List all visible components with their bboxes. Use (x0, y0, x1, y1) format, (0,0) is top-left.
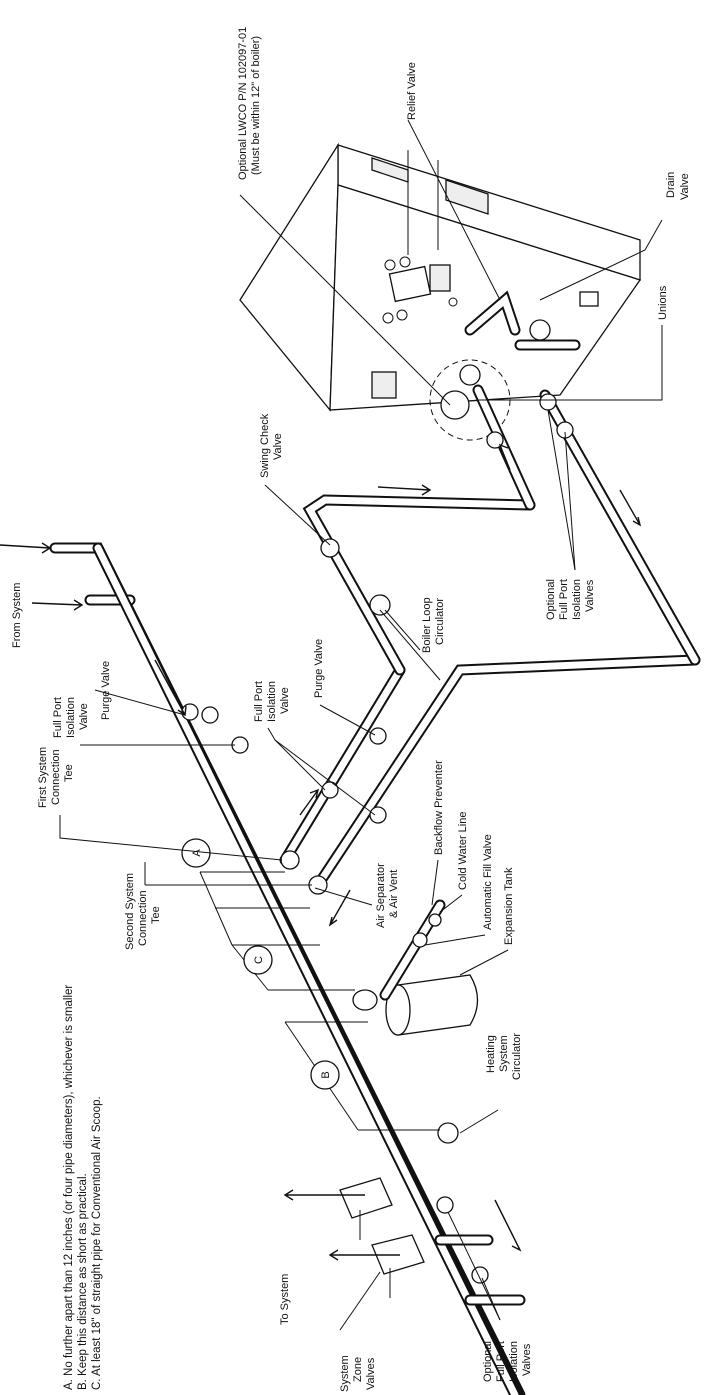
second-system-connection-tee-label: Second System Connection Tee (124, 873, 162, 950)
callout-b-label: B (320, 1071, 332, 1078)
system-zone-valves-label: System Zone Valves (339, 1355, 377, 1392)
label-line: Air Separator (375, 863, 387, 928)
label-line: Isolation (65, 697, 77, 738)
label-line: Optional (482, 1341, 494, 1382)
callout-a: A (181, 838, 211, 868)
label-line: Zone (352, 1357, 364, 1382)
callout-b: B (310, 1060, 340, 1090)
fittings (181, 393, 574, 1298)
label-line: Full Port (558, 579, 570, 620)
label-line: Boiler Loop (421, 597, 433, 653)
from-system-label: From System (11, 583, 23, 648)
first-system-connection-tee-label: First System Connection Tee (37, 747, 75, 808)
callout-c: C (243, 945, 273, 975)
label-line: Circulator (511, 1033, 523, 1080)
label-line: Valves (521, 1343, 533, 1376)
optional-lwco-label: Optional LWCO P/N 102097-01 (Must be wit… (237, 27, 262, 180)
label-line: (Must be within 12" of boiler) (250, 36, 262, 175)
label-line: Tee (63, 764, 75, 782)
label-line: Valve (78, 703, 90, 730)
label-line: Isolation (508, 1341, 520, 1382)
expansion-tank (385, 974, 479, 1036)
flow-arrows (0, 443, 642, 1261)
full-port-isolation-valve-1-label: Full Port Isolation Valve (52, 697, 90, 738)
unions-label: Unions (657, 285, 669, 320)
label-line: Valves (584, 579, 596, 612)
label-line: Swing Check (259, 413, 271, 478)
label-line: Valve (279, 687, 291, 714)
optional-full-port-isolation-valves-1-label: Optional Full Port Isolation Valves (545, 579, 596, 620)
label-line: Valves (365, 1357, 377, 1390)
air-separator-label: Air Separator & Air Vent (375, 863, 400, 928)
full-port-isolation-valve-2-label: Full Port Isolation Valve (253, 681, 291, 722)
callout-a-label: A (191, 849, 203, 857)
purge-valve-1-label: Purge Valve (100, 661, 112, 720)
note-a: A. No further apart than 12 inches (or f… (63, 985, 75, 1390)
to-system-label: To System (279, 1274, 291, 1325)
label-line: Optional (545, 579, 557, 620)
label-line: First System (37, 747, 49, 808)
expansion-tank-label: Expansion Tank (503, 867, 515, 945)
cold-water-line-label: Cold Water Line (457, 812, 469, 890)
zone-valve-1 (339, 1177, 393, 1240)
optional-full-port-isolation-valves-2-label: Optional Full Port Isolation Valves (482, 1341, 533, 1382)
label-line: Tee (150, 906, 162, 924)
note-c: C. At least 18" of straight pipe for Con… (91, 1096, 103, 1390)
callout-c-label: C (253, 956, 265, 964)
swing-check-valve-label: Swing Check Valve (259, 413, 284, 478)
label-line: Connection (50, 749, 62, 805)
label-line: Heating (485, 1035, 497, 1073)
label-line: System (339, 1355, 351, 1392)
label-line: Valve (679, 173, 691, 200)
boiler-trim-piping (429, 290, 599, 441)
label-line: Valve (272, 433, 284, 460)
label-line: Circulator (434, 598, 446, 645)
leader-lines (59, 119, 663, 1331)
drain-valve-label: Drain Valve (665, 172, 691, 200)
label-line: Optional LWCO P/N 102097-01 (237, 27, 249, 180)
boiler (239, 142, 642, 412)
label-line: Drain (665, 172, 677, 198)
label-line: Full Port (52, 697, 64, 738)
heating-system-circulator-label: Heating System Circulator (485, 1033, 523, 1080)
purge-valve-2-label: Purge Valve (313, 639, 325, 698)
note-b: B. Keep this distance as short as practi… (77, 1173, 89, 1390)
label-line: Second System (124, 873, 136, 950)
label-line: Isolation (266, 681, 278, 722)
notes-block: A. No further apart than 12 inches (or f… (63, 985, 103, 1390)
label-line: & Air Vent (388, 870, 400, 918)
label-line: Connection (137, 890, 149, 946)
backflow-preventer-label: Backflow Preventer (433, 760, 445, 855)
relief-valve-label: Relief Valve (406, 62, 418, 120)
dimension-lines: A C B (181, 838, 440, 1131)
label-line: System (498, 1035, 510, 1072)
label-line: Full Port (253, 681, 265, 722)
label-line: Full Port (495, 1341, 507, 1382)
boiler-loop-circulator-label: Boiler Loop Circulator (421, 597, 446, 653)
automatic-fill-valve-label: Automatic Fill Valve (482, 834, 494, 930)
label-line: Isolation (571, 579, 583, 620)
zone-valve-2 (371, 1234, 425, 1298)
system-piping (49, 384, 701, 1395)
